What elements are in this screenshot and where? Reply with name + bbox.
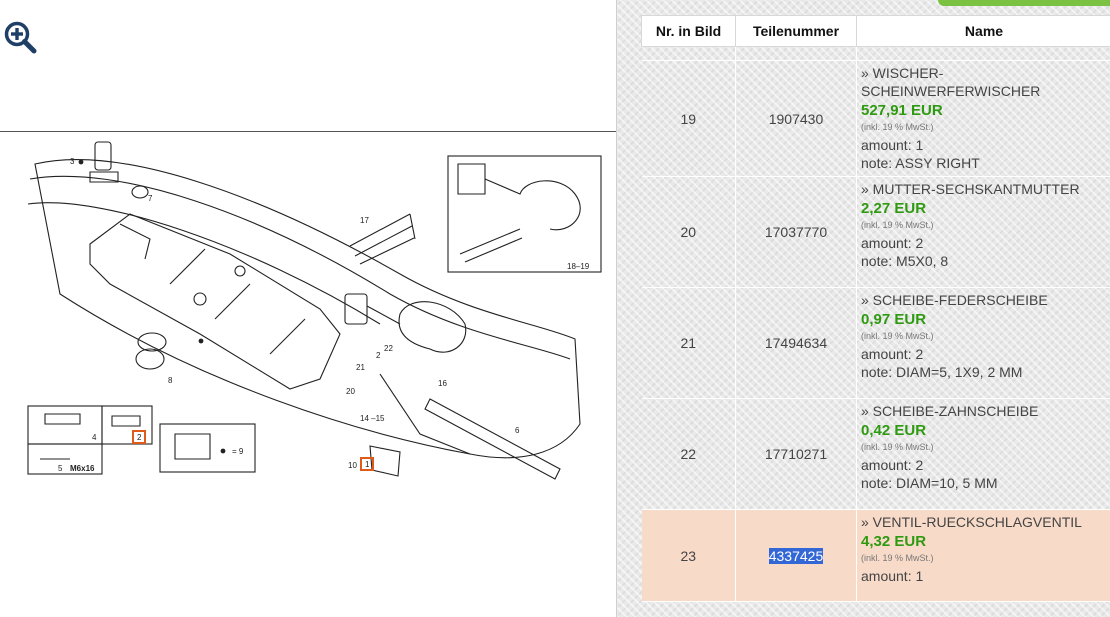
table-row-highlighted: 23 4337425 » VENTIL-RUECKSCHLAGVENTIL 4,… (641, 509, 1110, 602)
label-5: 5 (58, 464, 63, 473)
label-4: 4 (92, 433, 97, 442)
label-2: 2 (376, 351, 381, 360)
label-16: 16 (438, 379, 447, 388)
row-details: » SCHEIBE-ZAHNSCHEIBE 0,42 EUR (inkl. 19… (856, 398, 1110, 510)
label-21: 21 (356, 363, 365, 372)
row-part-number: 4337425 (735, 509, 857, 602)
table-row: 19 1907430 » WISCHER-SCHEINWERFERWISCHER… (641, 60, 1110, 177)
divider (0, 131, 616, 132)
part-name-link[interactable]: » MUTTER-SECHSKANTMUTTER (861, 181, 1080, 197)
col-nr[interactable]: Nr. in Bild (641, 15, 736, 47)
label-7: 7 (148, 194, 153, 203)
selected-text[interactable]: 4337425 (768, 547, 824, 564)
label-3: 3 (70, 157, 75, 166)
price: 0,97 EUR (861, 311, 927, 328)
label-17: 17 (360, 216, 369, 225)
row-nr: 20 (641, 176, 736, 288)
price: 0,42 EUR (861, 422, 927, 439)
col-part-number[interactable]: Teilenummer (735, 15, 857, 47)
table-row: 21 17494634 » SCHEIBE-FEDERSCHEIBE 0,97 … (641, 287, 1110, 399)
part-name-link[interactable]: » SCHEIBE-ZAHNSCHEIBE (861, 403, 1039, 419)
label-eq-9: = 9 (232, 447, 244, 456)
vat-note: (inkl. 19 % MwSt.) (861, 553, 934, 563)
parts-list-panel: Nr. in Bild Teilenummer Name 19 1907430 … (617, 0, 1110, 617)
amount: amount: 1 (861, 568, 924, 584)
part-name-link[interactable]: » SCHEIBE-FEDERSCHEIBE (861, 292, 1048, 308)
row-part-number: 17710271 (735, 398, 857, 510)
row-part-number: 1907430 (735, 60, 857, 177)
row-nr: 23 (641, 509, 736, 602)
vat-note: (inkl. 19 % MwSt.) (861, 331, 934, 341)
vat-note: (inkl. 19 % MwSt.) (861, 442, 934, 452)
col-name[interactable]: Name (856, 15, 1110, 47)
amount: amount: 2 (861, 346, 924, 362)
row-nr: 19 (641, 60, 736, 177)
label-10: 10 (348, 461, 357, 470)
row-details: » MUTTER-SECHSKANTMUTTER 2,27 EUR (inkl.… (856, 176, 1110, 288)
row-part-number: 17037770 (735, 176, 857, 288)
table-header: Nr. in Bild Teilenummer Name (641, 15, 1110, 47)
row-details: » SCHEIBE-FEDERSCHEIBE 0,97 EUR (inkl. 1… (856, 287, 1110, 399)
label-1[interactable]: 1 (365, 460, 370, 469)
label-20: 20 (346, 387, 355, 396)
amount: amount: 2 (861, 457, 924, 473)
vat-note: (inkl. 19 % MwSt.) (861, 220, 934, 230)
zoom-in-icon[interactable] (3, 20, 37, 54)
highlight-box-2[interactable] (132, 430, 146, 444)
parts-table: Nr. in Bild Teilenummer Name 19 1907430 … (641, 15, 1110, 602)
amount: amount: 2 (861, 235, 924, 251)
amount: amount: 1 (861, 137, 924, 153)
label-8: 8 (168, 376, 173, 385)
table-row: 20 17037770 » MUTTER-SECHSKANTMUTTER 2,2… (641, 176, 1110, 288)
highlight-box-1[interactable] (360, 457, 374, 471)
label-2-inset[interactable]: 2 (137, 433, 142, 442)
label-22: 22 (384, 344, 393, 353)
table-spacer (641, 46, 1110, 61)
row-part-number: 17494634 (735, 287, 857, 399)
note: note: DIAM=5, 1X9, 2 MM (861, 364, 1023, 380)
table-row: 22 17710271 » SCHEIBE-ZAHNSCHEIBE 0,42 E… (641, 398, 1110, 510)
accent-bar (938, 0, 1110, 6)
vat-note: (inkl. 19 % MwSt.) (861, 122, 934, 132)
row-nr: 21 (641, 287, 736, 399)
row-nr: 22 (641, 398, 736, 510)
price: 4,32 EUR (861, 533, 927, 550)
row-details: » VENTIL-RUECKSCHLAGVENTIL 4,32 EUR (ink… (856, 509, 1110, 602)
diagram-panel: 3 7 17 18–19 2 22 21 20 16 14 –15 6 8 10… (0, 0, 617, 617)
label-18-19: 18–19 (567, 262, 590, 271)
price: 2,27 EUR (861, 200, 927, 217)
parts-diagram: 3 7 17 18–19 2 22 21 20 16 14 –15 6 8 10… (27, 141, 602, 480)
note: note: ASSY RIGHT (861, 155, 980, 171)
label-6: 6 (515, 426, 520, 435)
note: note: DIAM=10, 5 MM (861, 475, 998, 491)
label-14-15: 14 –15 (360, 414, 385, 423)
row-details: » WISCHER-SCHEINWERFERWISCHER 527,91 EUR… (856, 60, 1110, 177)
price: 527,91 EUR (861, 102, 943, 119)
part-name-link[interactable]: » VENTIL-RUECKSCHLAGVENTIL (861, 514, 1082, 530)
part-name-link[interactable]: » WISCHER-SCHEINWERFERWISCHER (861, 65, 1041, 99)
note: note: M5X0, 8 (861, 253, 949, 269)
label-m6x16: M6x16 (70, 464, 95, 473)
